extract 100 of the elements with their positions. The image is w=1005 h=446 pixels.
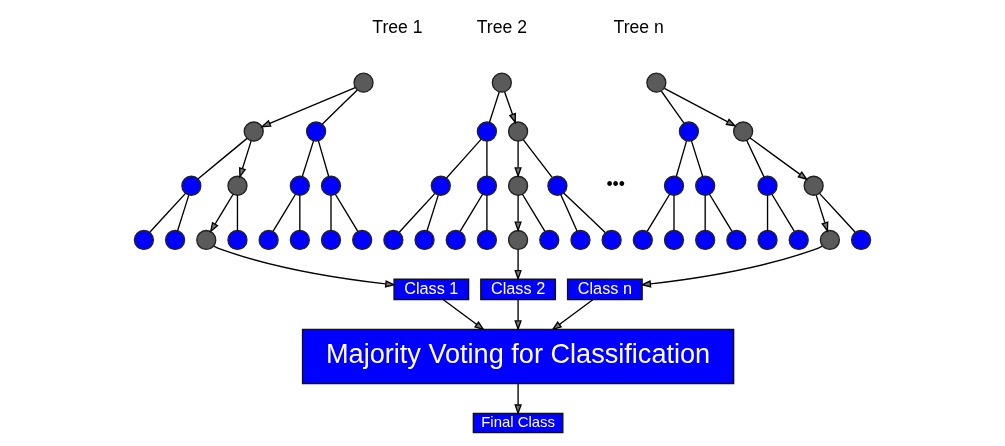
- arrow: [514, 194, 522, 233]
- node-circle: [757, 175, 778, 196]
- node-circle: [663, 175, 685, 196]
- connector: [330, 194, 332, 231]
- arrow: [209, 193, 234, 233]
- node-circle: [445, 229, 466, 251]
- node-box: Class 1: [393, 278, 470, 301]
- label: Tree n: [613, 17, 664, 38]
- connector: [398, 192, 436, 233]
- arrow: [514, 248, 522, 281]
- node-box: Class 2: [480, 278, 557, 301]
- connector: [176, 194, 190, 232]
- node-box: Final Class: [472, 412, 564, 434]
- node-circle: [539, 229, 560, 251]
- node-circle: [476, 229, 498, 251]
- node-circle: [414, 229, 435, 251]
- connector: [236, 194, 239, 231]
- node-circle: [383, 229, 404, 251]
- connector: [486, 194, 488, 231]
- arrow: [238, 140, 252, 179]
- connector: [818, 192, 856, 233]
- node-circle: [757, 229, 778, 251]
- label: Tree 2: [476, 17, 527, 38]
- node-circle: [695, 175, 716, 196]
- connector: [488, 91, 500, 123]
- connector: [771, 193, 795, 232]
- connector: [562, 192, 606, 234]
- node-circle: [289, 175, 310, 196]
- connector: [522, 138, 553, 179]
- connector: [317, 140, 330, 177]
- node-circle: [632, 229, 653, 251]
- label: •••: [606, 174, 625, 195]
- node-circle: [243, 121, 264, 142]
- node-circle: [507, 121, 529, 142]
- connector: [299, 194, 301, 231]
- connector: [673, 194, 675, 231]
- node-circle: [732, 121, 754, 142]
- connector: [766, 194, 769, 231]
- node-circle: [181, 175, 202, 196]
- arrow: [749, 137, 809, 181]
- node-box: Class n: [566, 278, 643, 301]
- node-circle: [663, 229, 685, 251]
- arrow: [640, 245, 823, 288]
- connector: [334, 193, 359, 232]
- node-circle: [133, 229, 155, 251]
- arrow: [504, 91, 516, 125]
- connector: [746, 139, 765, 178]
- node-circle: [819, 229, 841, 251]
- connector: [426, 194, 439, 232]
- node-circle: [320, 175, 342, 196]
- arrow: [514, 140, 522, 179]
- node-circle: [850, 229, 872, 251]
- arrow: [551, 299, 594, 331]
- node-circle: [507, 175, 529, 196]
- node-circle: [227, 175, 248, 196]
- node-circle: [196, 229, 217, 251]
- node-circle: [258, 229, 279, 251]
- connector: [445, 138, 482, 179]
- connector: [321, 89, 358, 125]
- node-circle: [507, 229, 529, 251]
- node-circle: [476, 175, 498, 196]
- arrow: [514, 299, 522, 332]
- node-circle: [476, 121, 498, 142]
- node-circle: [646, 72, 667, 93]
- node-circle: [570, 229, 591, 251]
- node-circle: [788, 229, 809, 251]
- node-circle: [695, 229, 716, 251]
- arrow: [663, 87, 737, 127]
- connector: [272, 193, 297, 232]
- node-circle: [491, 72, 512, 93]
- connector: [660, 90, 685, 124]
- node-circle: [601, 229, 622, 251]
- connector: [486, 140, 488, 177]
- node-circle: [353, 72, 374, 93]
- connector: [301, 140, 315, 178]
- node-circle: [678, 121, 700, 142]
- node-circle: [803, 175, 824, 196]
- connector: [521, 193, 546, 232]
- label: Tree 1: [372, 17, 423, 38]
- arrow: [514, 383, 522, 416]
- node-circle: [289, 229, 310, 251]
- arrow: [260, 86, 356, 128]
- connector: [149, 192, 187, 233]
- node-circle: [164, 229, 186, 251]
- connector: [704, 194, 706, 231]
- connector: [675, 140, 688, 177]
- node-circle: [547, 175, 568, 196]
- node-circle: [227, 229, 248, 251]
- node-circle: [430, 175, 451, 196]
- connector: [708, 193, 733, 232]
- arrow: [442, 299, 485, 331]
- node-box: Majority Voting for Classification: [301, 328, 735, 385]
- connector: [197, 137, 248, 180]
- connector: [690, 140, 704, 178]
- node-circle: [726, 229, 747, 251]
- arrow: [213, 245, 396, 288]
- arrow: [815, 194, 829, 233]
- node-circle: [305, 121, 327, 142]
- connector: [560, 194, 578, 232]
- connector: [459, 193, 484, 232]
